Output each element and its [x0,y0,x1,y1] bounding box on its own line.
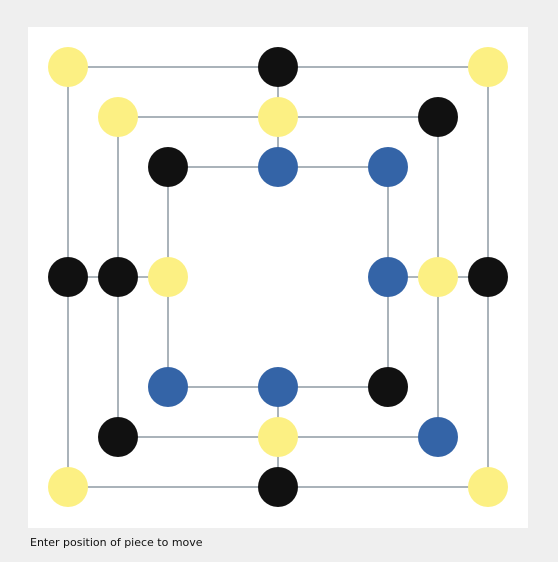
black-piece-inner-bottom-right[interactable] [368,367,408,407]
blue-piece-inner-bottom-left[interactable] [148,367,188,407]
blue-piece-inner-bottom-middle[interactable] [258,367,298,407]
board-pieces[interactable] [48,47,508,507]
black-piece-outer-top-middle[interactable] [258,47,298,87]
blue-piece-middle-bottom-right[interactable] [418,417,458,457]
black-piece-inner-top-left[interactable] [148,147,188,187]
black-piece-outer-middle-left[interactable] [48,257,88,297]
yellow-piece-middle-bottom-middle[interactable] [258,417,298,457]
blue-piece-inner-top-right[interactable] [368,147,408,187]
blue-piece-inner-middle-right[interactable] [368,257,408,297]
black-piece-outer-bottom-middle[interactable] [258,467,298,507]
yellow-piece-outer-top-left[interactable] [48,47,88,87]
inner-ring-square [167,166,389,388]
black-piece-middle-top-right[interactable] [418,97,458,137]
yellow-piece-inner-middle-left[interactable] [148,257,188,297]
status-prompt: Enter position of piece to move [30,536,203,549]
black-piece-outer-middle-right[interactable] [468,257,508,297]
yellow-piece-outer-bottom-left[interactable] [48,467,88,507]
yellow-piece-outer-bottom-right[interactable] [468,467,508,507]
yellow-piece-outer-top-right[interactable] [468,47,508,87]
blue-piece-inner-top-middle[interactable] [258,147,298,187]
black-piece-middle-bottom-left[interactable] [98,417,138,457]
yellow-piece-middle-top-left[interactable] [98,97,138,137]
yellow-piece-middle-top-middle[interactable] [258,97,298,137]
yellow-piece-middle-middle-right[interactable] [418,257,458,297]
black-piece-middle-middle-left[interactable] [98,257,138,297]
